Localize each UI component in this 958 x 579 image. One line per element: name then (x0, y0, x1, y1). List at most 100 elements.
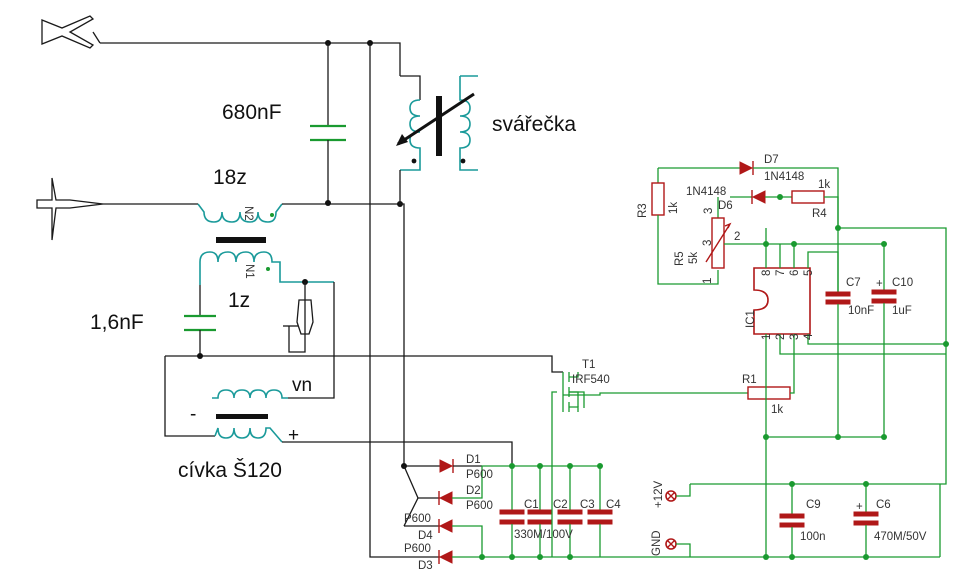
capacitor-c7 (825, 228, 851, 437)
power-terminal-gnd-icon[interactable] (665, 538, 691, 557)
wire-vn (288, 282, 335, 399)
wire-drain (165, 355, 563, 373)
junction (863, 554, 869, 560)
spark-gap-icon (283, 282, 314, 353)
junction (325, 200, 331, 206)
capacitor-c6 (853, 481, 879, 557)
capacitor-680nf (310, 43, 346, 203)
r3-value: 1k (668, 202, 680, 214)
ignition-coil-icon (212, 389, 288, 443)
d4-value: P600 (404, 513, 431, 525)
d3-label: D3 (418, 560, 433, 572)
transformer-core (216, 237, 266, 243)
t1-label: T1 (582, 359, 595, 371)
r5-pin3-top: 3 (703, 208, 715, 214)
junction (789, 554, 795, 560)
r3-label: R3 (637, 203, 649, 218)
r5-pin1: 1 (702, 278, 714, 284)
junction (835, 434, 841, 440)
c10-label: C10 (892, 277, 913, 289)
c10-value: 1uF (892, 305, 912, 317)
coil-1z-label: 1z (228, 289, 250, 312)
d2-label: D2 (466, 485, 481, 497)
ic-pin-2: 2 (775, 334, 787, 340)
c6-plus: + (856, 501, 863, 513)
capacitor-bank (479, 463, 940, 560)
coil-n1-icon (199, 251, 334, 285)
r1-label: R1 (742, 374, 757, 386)
d6-value: 1N4148 (686, 186, 726, 198)
c6-value: 470M/50V (874, 531, 927, 543)
d6-label: D6 (718, 200, 733, 212)
ic-pin-3: 3 (789, 334, 801, 340)
junction (881, 434, 887, 440)
junction (763, 554, 769, 560)
capacitor-1-6nf (184, 285, 216, 356)
svarecka-label: svářečka (492, 113, 576, 136)
cap-bank-value: 330M/100V (514, 529, 573, 541)
c9-label: C9 (806, 499, 821, 511)
c3-label: C3 (580, 499, 595, 511)
d2-value: P600 (466, 500, 493, 512)
r4-value: 1k (818, 179, 830, 191)
d3-value: P600 (404, 543, 431, 555)
r4-label: R4 (812, 208, 827, 220)
welder-transformer-icon (396, 75, 478, 171)
wire-top-bus (100, 42, 401, 76)
plus-label: + (288, 425, 299, 446)
junction (943, 341, 949, 347)
n1-label: N1 (243, 264, 255, 279)
d1-label: D1 (466, 454, 481, 466)
vn-label: vn (292, 375, 312, 396)
d1-value: P600 (466, 469, 493, 481)
wire-r1-ic (790, 336, 795, 394)
r5-pin2: 2 (734, 231, 740, 243)
ic-pin-7: 7 (775, 270, 787, 276)
r5-label: R5 (674, 251, 686, 266)
coil-18z-label: 18z (213, 166, 247, 189)
junction (763, 434, 769, 440)
coil-n2-icon (197, 203, 283, 223)
timing-network (651, 161, 947, 485)
wire-coil-plus (282, 441, 513, 466)
wire-left-vertical (369, 43, 440, 558)
ic1-chip (753, 244, 946, 437)
t1-value: IRF540 (572, 374, 610, 386)
r5-value: 5k (688, 252, 700, 264)
ic-pin-8: 8 (761, 270, 773, 276)
ic-pin-1: 1 (761, 334, 773, 340)
c10-plus: + (876, 278, 883, 290)
r1-value: 1k (771, 404, 783, 416)
n2-label: N2 (242, 206, 254, 221)
wire-left-loop (164, 356, 215, 437)
c4-label: C4 (606, 499, 621, 511)
cap-1-6nf-label: 1,6nF (90, 311, 144, 334)
junction (197, 353, 203, 359)
c6-label: C6 (876, 499, 891, 511)
c7-value: 10nF (848, 305, 874, 317)
minus-label: - (190, 404, 196, 425)
ic1-label: IC1 (745, 310, 757, 328)
capacitor-c9 (779, 481, 805, 557)
capacitor-c10 (871, 244, 897, 437)
ic-pin-4: 4 (803, 333, 815, 340)
v12-label: +12V (653, 480, 665, 508)
r5-pin3: 3 (702, 240, 714, 246)
gnd-label: GND (651, 530, 663, 556)
d4-label: D4 (418, 530, 433, 542)
c1-label: C1 (524, 499, 539, 511)
cap-680nf-label: 680nF (222, 101, 282, 124)
d7-label: D7 (764, 154, 779, 166)
c9-value: 100n (800, 531, 826, 543)
ic-pin-5: 5 (803, 270, 815, 276)
wire-welder-return (399, 170, 405, 466)
ic-pin-6: 6 (789, 270, 801, 276)
power-terminal-12v-icon[interactable] (665, 484, 691, 502)
mosfet-t1-icon (551, 372, 748, 557)
resistor-r1 (747, 386, 791, 400)
civka-label: cívka Š120 (178, 459, 282, 482)
c7-label: C7 (846, 277, 861, 289)
d7-value: 1N4148 (764, 171, 804, 183)
